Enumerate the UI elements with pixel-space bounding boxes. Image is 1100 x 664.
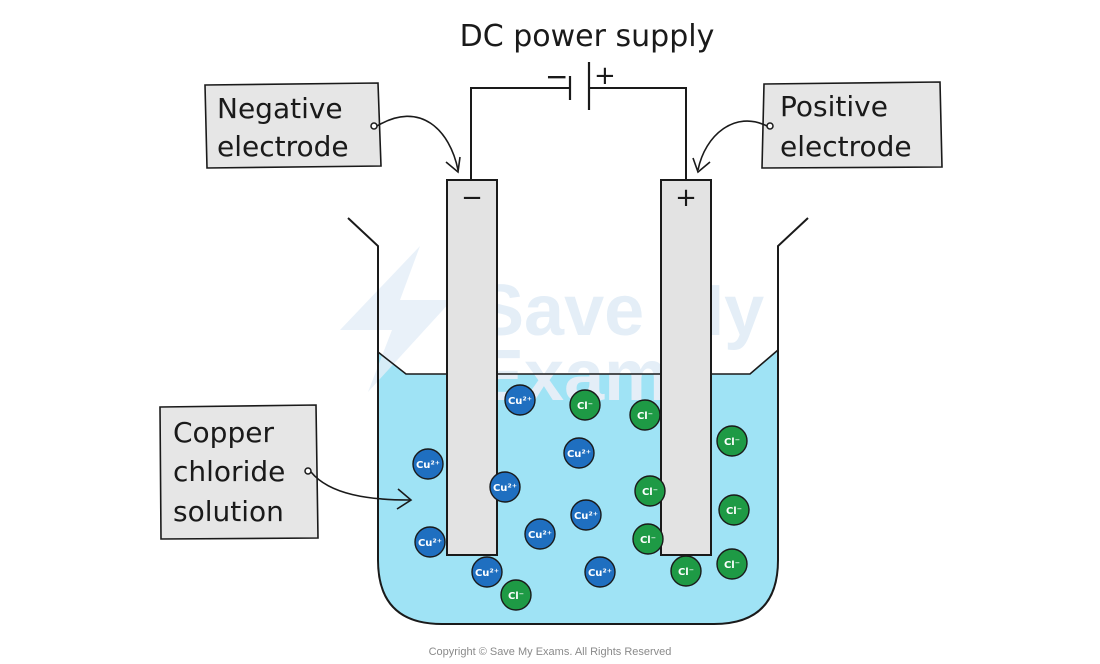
label-line-3: solution xyxy=(173,495,284,528)
label-line-2: chloride xyxy=(173,455,285,488)
watermark-logo-icon xyxy=(340,246,452,392)
copper-ion: Cu²⁺ xyxy=(524,518,556,550)
pointer-dot xyxy=(370,122,378,130)
chloride-ion: Cl⁻ xyxy=(569,389,601,421)
copper-ion: Cu²⁺ xyxy=(489,471,521,503)
chloride-ion-label: Cl⁻ xyxy=(508,591,524,602)
chloride-ion-label: Cl⁻ xyxy=(642,487,658,498)
label-box xyxy=(204,82,382,169)
pointer-dot xyxy=(766,122,774,130)
chloride-ion: Cl⁻ xyxy=(670,555,702,587)
pointer-arrow-icon xyxy=(376,115,459,171)
copper-ion-label: Cu²⁺ xyxy=(528,530,552,541)
copper-ion-label: Cu²⁺ xyxy=(574,511,598,522)
chloride-ion-label: Cl⁻ xyxy=(726,506,742,517)
pointer-arrow-icon xyxy=(310,471,411,501)
chloride-ion: Cl⁻ xyxy=(632,523,664,555)
watermark-line-1: Save My xyxy=(476,271,764,351)
battery-negative-sign: − xyxy=(545,60,568,93)
chloride-ion: Cl⁻ xyxy=(500,579,532,611)
copper-ion-label: Cu²⁺ xyxy=(475,568,499,579)
ions: Cu²⁺ Cu²⁺ Cu²⁺ Cu²⁺ Cu²⁺ Cu²⁺ Cu²⁺ Cu²⁺ Cu²⁺ Cl⁻ C… xyxy=(412,384,750,611)
chloride-ion: Cl⁻ xyxy=(629,399,661,431)
copper-ion: Cu²⁺ xyxy=(412,448,444,480)
pointer-arrow-icon xyxy=(697,120,768,171)
chloride-ion-label: Cl⁻ xyxy=(724,560,740,571)
positive-electrode-sign: + xyxy=(675,183,697,213)
power-supply-title: DC power supply xyxy=(460,19,715,54)
watermark: Save My Exams xyxy=(340,246,764,416)
positive-electrode: + xyxy=(660,179,712,556)
chloride-ion: Cl⁻ xyxy=(718,494,750,526)
beaker xyxy=(347,217,809,625)
copper-ion: Cu²⁺ xyxy=(584,556,616,588)
copper-ion-label: Cu²⁺ xyxy=(416,460,440,471)
chloride-ion-label: Cl⁻ xyxy=(678,567,694,578)
copper-ion: Cu²⁺ xyxy=(471,556,503,588)
label-negative-electrode: Negative electrode xyxy=(204,82,461,174)
wire-negative xyxy=(470,87,570,180)
negative-electrode-rod xyxy=(446,179,498,556)
label-line-1: Positive xyxy=(780,90,888,123)
copper-ion: Cu²⁺ xyxy=(563,437,595,469)
chloride-ion-label: Cl⁻ xyxy=(724,437,740,448)
solution-surface xyxy=(377,349,779,375)
pointer-dot xyxy=(304,467,312,475)
copyright-notice: Copyright © Save My Exams. All Rights Re… xyxy=(429,646,672,658)
chloride-ion-label: Cl⁻ xyxy=(577,401,593,412)
label-line-1: Negative xyxy=(217,92,343,125)
dc-power-supply: − + xyxy=(545,60,616,110)
label-positive-electrode: Positive electrode xyxy=(692,81,943,174)
label-copper-chloride-solution: Copper chloride solution xyxy=(159,404,413,540)
chloride-ion-label: Cl⁻ xyxy=(637,411,653,422)
chloride-ion: Cl⁻ xyxy=(634,475,666,507)
label-box xyxy=(761,81,943,169)
copper-ion: Cu²⁺ xyxy=(570,499,602,531)
label-line-2: electrode xyxy=(780,130,912,163)
label-line-1: Copper xyxy=(173,416,274,449)
wire-positive xyxy=(589,87,687,180)
chloride-ion-label: Cl⁻ xyxy=(640,535,656,546)
copper-ion: Cu²⁺ xyxy=(414,526,446,558)
chloride-ion: Cl⁻ xyxy=(716,425,748,457)
copper-ion-label: Cu²⁺ xyxy=(493,483,517,494)
battery-positive-sign: + xyxy=(594,61,616,91)
copper-ion: Cu²⁺ xyxy=(504,384,536,416)
copper-ion-label: Cu²⁺ xyxy=(508,396,532,407)
positive-electrode-rod xyxy=(660,179,712,556)
copper-ion-label: Cu²⁺ xyxy=(567,449,591,460)
label-box xyxy=(159,404,319,540)
copper-ion-label: Cu²⁺ xyxy=(588,568,612,579)
copper-ion-label: Cu²⁺ xyxy=(418,538,442,549)
label-line-2: electrode xyxy=(217,130,349,163)
chloride-ion: Cl⁻ xyxy=(716,548,748,580)
negative-electrode-sign: − xyxy=(461,183,483,213)
negative-electrode: − xyxy=(446,179,498,556)
